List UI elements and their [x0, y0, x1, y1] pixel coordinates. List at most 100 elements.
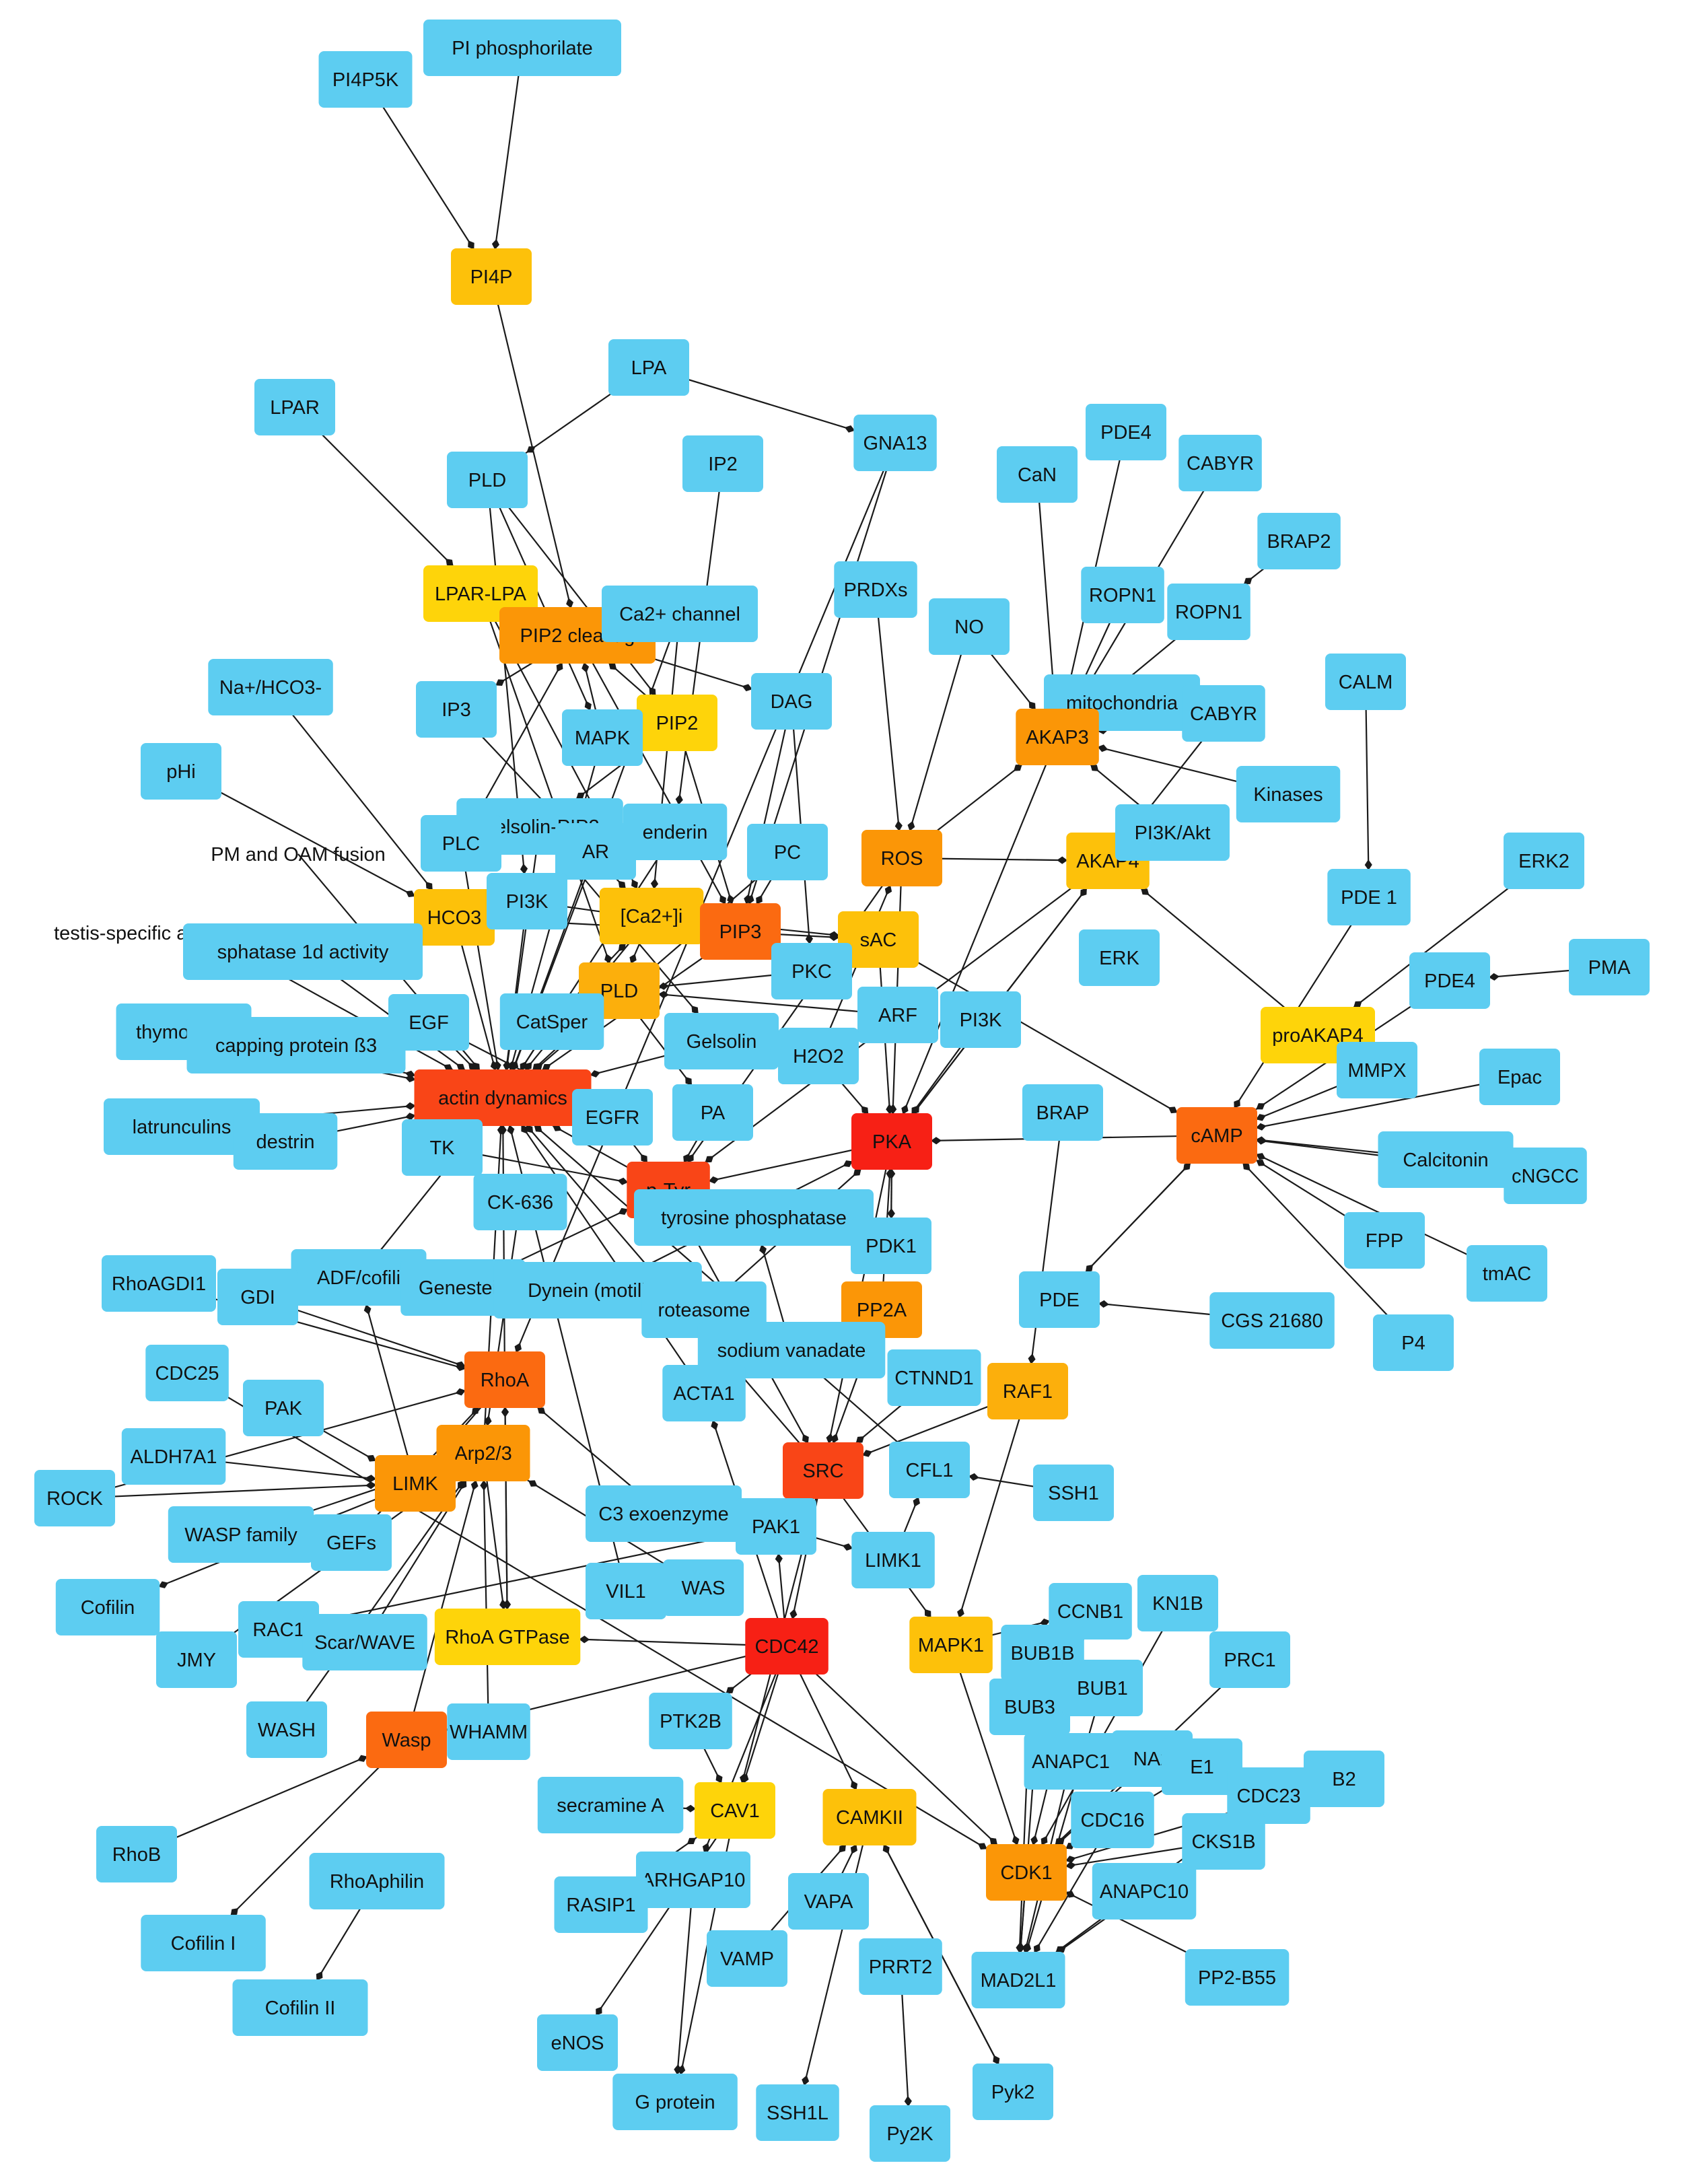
node-pkc[interactable]: PKC	[771, 943, 852, 999]
node-anapc1[interactable]: ANAPC1	[1024, 1733, 1118, 1790]
node-acta1[interactable]: ACTA1	[662, 1365, 746, 1421]
node-enderin[interactable]: enderin	[623, 804, 728, 860]
node-egfr[interactable]: EGFR	[572, 1089, 653, 1146]
node-pa[interactable]: PA	[672, 1084, 753, 1141]
node-nahco3[interactable]: Na+/HCO3-	[208, 659, 333, 715]
node-pi4p[interactable]: PI4P	[451, 248, 532, 305]
node-plc[interactable]: PLC	[421, 815, 501, 872]
node-cav1[interactable]: CAV1	[695, 1782, 775, 1839]
node-lpar[interactable]: LPAR	[254, 379, 335, 435]
node-vamp[interactable]: VAMP	[707, 1930, 787, 1987]
node-catsper[interactable]: CatSper	[499, 993, 604, 1050]
node-epac[interactable]: Epac	[1479, 1049, 1560, 1105]
node-gprotein[interactable]: G protein	[612, 2074, 738, 2130]
node-enos[interactable]: eNOS	[537, 2014, 618, 2071]
node-akap3[interactable]: AKAP3	[1016, 709, 1099, 765]
node-limk[interactable]: LIMK	[375, 1455, 456, 1512]
node-rac1[interactable]: RAC1	[238, 1601, 319, 1658]
node-brap2[interactable]: BRAP2	[1257, 513, 1341, 569]
node-adf[interactable]: ADF/cofili	[291, 1249, 427, 1306]
node-pp2b55[interactable]: PP2-B55	[1185, 1949, 1290, 2006]
node-pi3k_l[interactable]: PI3K	[487, 873, 567, 929]
node-capping[interactable]: capping protein ß3	[186, 1017, 406, 1073]
node-cofilin_ii[interactable]: Cofilin II	[232, 1979, 368, 2036]
node-limk1[interactable]: LIMK1	[851, 1532, 935, 1588]
node-pip3[interactable]: PIP3	[700, 903, 781, 960]
node-pi4p5k[interactable]: PI4P5K	[318, 51, 413, 108]
node-pi3k_akt[interactable]: PI3K/Akt	[1115, 804, 1230, 861]
node-hco3[interactable]: HCO3	[414, 889, 495, 946]
node-ssh1l[interactable]: SSH1L	[756, 2084, 839, 2141]
node-camp[interactable]: cAMP	[1176, 1107, 1257, 1164]
node-sac[interactable]: sAC	[838, 911, 919, 968]
node-actin_dyn[interactable]: actin dynamics	[414, 1069, 592, 1126]
node-rhoaphilin[interactable]: RhoAphilin	[309, 1853, 445, 1909]
node-pip2[interactable]: PIP2	[637, 695, 717, 751]
node-c3[interactable]: C3 exoenzyme	[586, 1485, 742, 1542]
node-ip3[interactable]: IP3	[416, 681, 497, 738]
node-cabyr_b[interactable]: CABYR	[1182, 685, 1265, 742]
node-h2o2[interactable]: H2O2	[778, 1028, 859, 1084]
node-cks1b[interactable]: CKS1B	[1182, 1813, 1265, 1870]
node-erk2[interactable]: ERK2	[1504, 833, 1584, 889]
node-e1[interactable]: E1	[1162, 1738, 1242, 1795]
node-rock[interactable]: ROCK	[34, 1470, 115, 1526]
node-rhoa[interactable]: RhoA	[464, 1351, 545, 1408]
node-cdc25[interactable]: CDC25	[145, 1345, 229, 1401]
node-gefs[interactable]: GEFs	[311, 1514, 392, 1571]
node-pi_phos[interactable]: PI phosphorilate	[423, 20, 621, 76]
node-latrunculins[interactable]: latrunculins	[104, 1098, 260, 1155]
node-pak_l[interactable]: PAK	[243, 1380, 324, 1436]
node-pde4_top[interactable]: PDE4	[1086, 404, 1166, 460]
node-destrin[interactable]: destrin	[233, 1113, 338, 1170]
node-ar[interactable]: AR	[555, 823, 636, 880]
node-rhob[interactable]: RhoB	[96, 1826, 177, 1882]
node-calm[interactable]: CALM	[1325, 654, 1406, 710]
node-pld_top[interactable]: PLD	[447, 452, 528, 508]
node-vil1[interactable]: VIL1	[586, 1563, 666, 1619]
node-arf[interactable]: ARF	[857, 987, 938, 1043]
node-b2[interactable]: B2	[1304, 1751, 1384, 1807]
node-cdc23[interactable]: CDC23	[1227, 1767, 1310, 1824]
node-dag[interactable]: DAG	[751, 673, 832, 730]
node-ip2[interactable]: IP2	[682, 435, 763, 492]
node-rhoa_gtpase[interactable]: RhoA GTPase	[434, 1609, 581, 1665]
node-can[interactable]: CaN	[997, 446, 1078, 503]
node-prc1[interactable]: PRC1	[1209, 1631, 1290, 1688]
node-tyr_phos[interactable]: tyrosine phosphatase	[634, 1189, 874, 1246]
node-sphatase[interactable]: sphatase 1d activity	[183, 923, 423, 980]
node-no[interactable]: NO	[929, 598, 1010, 655]
node-erk[interactable]: ERK	[1079, 929, 1160, 986]
node-rhoagdi1[interactable]: RhoAGDI1	[102, 1255, 216, 1312]
node-mapk1[interactable]: MAPK1	[909, 1617, 993, 1673]
node-pc[interactable]: PC	[747, 824, 828, 880]
node-cdk1[interactable]: CDK1	[986, 1844, 1067, 1901]
node-wasp_family[interactable]: WASP family	[168, 1506, 314, 1563]
node-cdc16[interactable]: CDC16	[1071, 1792, 1154, 1848]
node-rasip1[interactable]: RASIP1	[554, 1876, 648, 1933]
node-cfl1[interactable]: CFL1	[889, 1442, 970, 1498]
node-secramine[interactable]: secramine A	[537, 1777, 684, 1833]
node-wasp[interactable]: Wasp	[366, 1712, 447, 1768]
node-tk[interactable]: TK	[402, 1119, 483, 1176]
node-gna13[interactable]: GNA13	[853, 415, 937, 471]
node-pdk1[interactable]: PDK1	[851, 1218, 931, 1274]
node-ck636[interactable]: CK-636	[473, 1174, 567, 1230]
node-ros[interactable]: ROS	[861, 830, 942, 886]
node-ca2_channel[interactable]: Ca2+ channel	[602, 586, 758, 642]
node-pyk2[interactable]: Pyk2	[973, 2064, 1053, 2120]
node-fpp[interactable]: FPP	[1344, 1212, 1425, 1269]
node-pka[interactable]: PKA	[851, 1113, 932, 1170]
node-kinases[interactable]: Kinases	[1236, 766, 1341, 822]
node-pm_oam[interactable]: PM and OAM fusion	[211, 844, 386, 866]
node-ssh1[interactable]: SSH1	[1033, 1465, 1114, 1521]
node-ca2i[interactable]: [Ca2+]i	[599, 888, 704, 944]
node-cngcc[interactable]: cNGCC	[1504, 1148, 1587, 1204]
node-ptk2b[interactable]: PTK2B	[649, 1693, 732, 1749]
node-p4[interactable]: P4	[1373, 1314, 1454, 1371]
node-pak1[interactable]: PAK1	[736, 1498, 816, 1555]
node-cofilin_i[interactable]: Cofilin I	[141, 1915, 266, 1971]
node-cgs[interactable]: CGS 21680	[1209, 1292, 1335, 1349]
node-cabyr_top[interactable]: CABYR	[1178, 435, 1262, 491]
node-ctnnd1[interactable]: CTNND1	[887, 1349, 981, 1406]
